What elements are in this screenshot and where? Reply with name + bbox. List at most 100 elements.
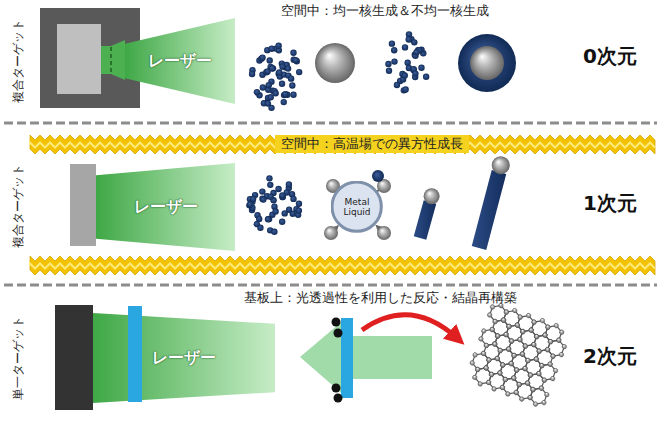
- carbon-atom: [517, 337, 523, 343]
- carbon-atom: [525, 358, 531, 364]
- carbon-atom: [501, 317, 507, 323]
- carbon-atom: [492, 319, 498, 325]
- carbon-atom: [536, 348, 542, 354]
- atom-dot: [267, 57, 273, 63]
- carbon-atom: [528, 327, 534, 333]
- atom-dot: [296, 207, 302, 213]
- carbon-atom: [556, 337, 562, 343]
- carbon-atom: [489, 327, 495, 333]
- metal-liquid-droplet: Metal Liquid: [331, 181, 382, 232]
- node-text-group: レーザー: [134, 198, 198, 216]
- carbon-atom: [531, 319, 537, 325]
- dimension-label: 1次元: [583, 191, 637, 216]
- carbon-atom: [514, 367, 520, 373]
- atom-dot: [289, 82, 295, 88]
- carbon-atom: [520, 329, 526, 335]
- separator-line: [4, 122, 657, 125]
- atom-dot: [281, 210, 287, 216]
- carbon-atom: [508, 361, 514, 367]
- precursor-dot: [334, 329, 343, 338]
- carbon-atom: [495, 333, 501, 339]
- atom-dot: [290, 92, 296, 98]
- carbon-atom: [527, 372, 533, 378]
- atom-dot: [257, 225, 263, 231]
- carbon-atom: [475, 366, 481, 372]
- atom-dot: [279, 81, 285, 87]
- substrate: [341, 318, 353, 398]
- carbon-atom: [492, 341, 498, 347]
- precursor-dot: [334, 394, 343, 403]
- carbon-atom: [527, 395, 533, 401]
- carbon-atom: [483, 343, 489, 349]
- atom-dot: [391, 47, 397, 53]
- carbon-atom: [469, 360, 475, 366]
- target-core: [57, 24, 101, 94]
- carbon-atom: [503, 332, 509, 338]
- carbon-atom: [478, 336, 484, 342]
- carbon-atom: [544, 392, 550, 398]
- atom-dot: [282, 91, 288, 97]
- carbon-atom: [514, 322, 520, 328]
- carbon-atom: [550, 376, 556, 382]
- carbon-atom: [545, 347, 551, 353]
- atom-dot: [285, 65, 291, 71]
- atom-dot: [276, 69, 282, 75]
- carbon-atom: [559, 329, 565, 335]
- carbon-atom: [481, 328, 487, 334]
- carbon-atom: [517, 314, 523, 320]
- carbon-atom: [531, 342, 537, 348]
- atom-dot: [386, 68, 392, 74]
- carbon-atom: [491, 386, 497, 392]
- atom-dot: [250, 196, 256, 202]
- carbon-atom: [512, 308, 518, 314]
- carbon-atom: [497, 348, 503, 354]
- carbon-atom: [539, 318, 545, 324]
- core-particle: [470, 46, 504, 80]
- carbon-atom: [486, 379, 492, 385]
- atom-dot: [423, 73, 429, 79]
- carbon-atom: [483, 365, 489, 371]
- carbon-atom: [497, 370, 503, 376]
- heat-band: [30, 256, 655, 275]
- carbon-atom: [494, 356, 500, 362]
- atom-dot: [271, 229, 277, 235]
- carbon-atom: [522, 343, 528, 349]
- atom-dot: [275, 186, 281, 192]
- carbon-atom: [516, 382, 522, 388]
- carbon-atom: [492, 319, 498, 325]
- carbon-atom: [475, 366, 481, 372]
- atom-dot: [385, 61, 391, 67]
- source-particle: [377, 226, 391, 240]
- carbon-atom: [490, 304, 496, 310]
- atom-dot: [269, 45, 275, 51]
- reconstruction-arrow: [362, 315, 457, 338]
- atom-dot: [402, 44, 408, 50]
- atom-dot: [402, 86, 408, 92]
- carbon-atom: [545, 324, 551, 330]
- atom-dot: [272, 208, 278, 214]
- carbon-atom: [503, 309, 509, 315]
- carbon-atom: [487, 312, 493, 318]
- carbon-atom: [506, 324, 512, 330]
- carbon-atom: [503, 309, 509, 315]
- carbon-atom: [547, 339, 553, 345]
- atom-dot: [406, 36, 412, 42]
- carbon-atom: [506, 346, 512, 352]
- atom-dot: [259, 54, 265, 60]
- carbon-atom: [522, 366, 528, 372]
- nanoparticle: [315, 43, 355, 83]
- carbon-atom: [511, 353, 517, 359]
- carbon-atom: [530, 387, 536, 393]
- catalyst-droplet: [424, 188, 440, 204]
- atom-dot: [279, 219, 285, 225]
- carbon-atom: [486, 357, 492, 363]
- droplet-label: Metal Liquid: [337, 197, 377, 218]
- atom-dot: [267, 182, 273, 188]
- carbon-atom: [472, 352, 478, 358]
- atom-dot: [266, 82, 272, 88]
- row-title: 基板上：光透過性を利用した反応・結晶再構築: [244, 290, 517, 306]
- shell-particle: [458, 34, 516, 92]
- carbon-atom: [539, 363, 545, 369]
- laser-spot-line: [110, 47, 112, 73]
